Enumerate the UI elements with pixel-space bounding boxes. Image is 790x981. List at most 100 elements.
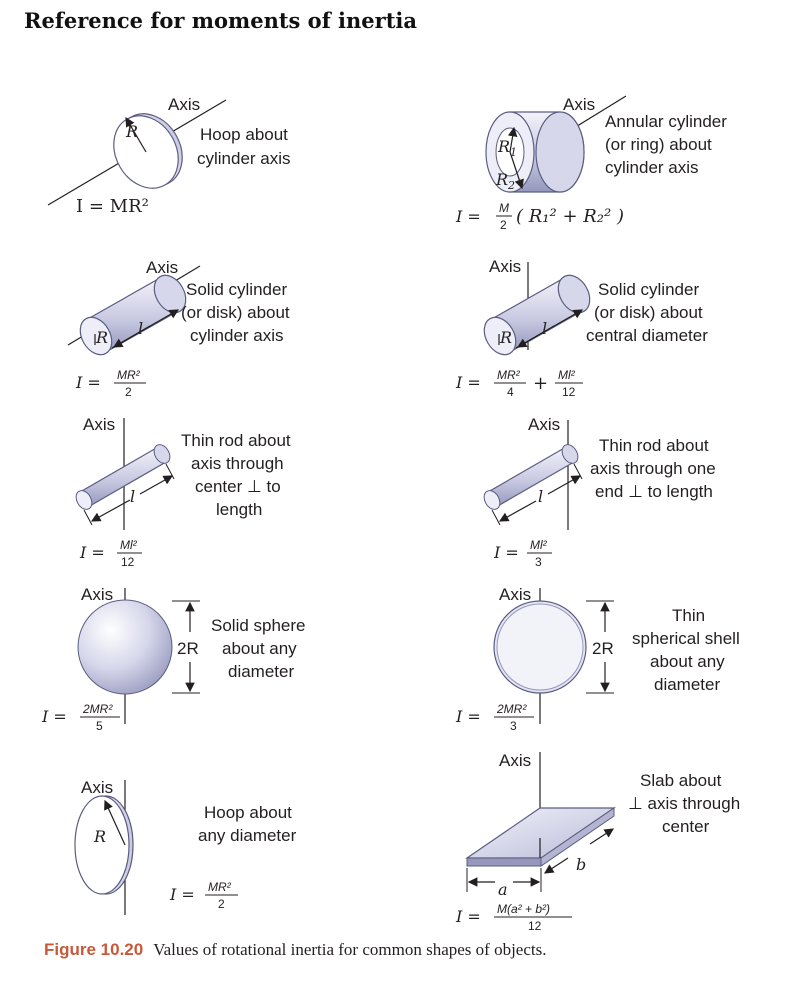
svg-text:Ml²: Ml² <box>530 538 548 552</box>
caption-text: Values of rotational inertia for common … <box>153 940 547 959</box>
svg-text:+: + <box>533 373 548 394</box>
axis-label: Axis <box>499 751 531 770</box>
dimension-label: a <box>498 880 508 899</box>
svg-text:( R₁² + R₂² ): ( R₁² + R₂² ) <box>516 206 624 227</box>
svg-text:2: 2 <box>125 385 132 399</box>
hoop-cylinder-axis: R Axis Hoop about cylinder axis I = MR² <box>47 95 291 217</box>
svg-text:MR²: MR² <box>117 368 141 382</box>
caption-label: Figure 10.20 <box>44 940 144 959</box>
shape-description: Annular cylinder <box>605 112 727 131</box>
shape-description: Solid sphere <box>211 616 306 635</box>
shape-description: Solid cylinder <box>598 280 699 299</box>
axis-label: Axis <box>528 415 560 434</box>
shape-description: diameter <box>654 675 720 694</box>
svg-text:2: 2 <box>500 218 507 232</box>
solid-cylinder-central-diameter: R l Axis Solid cylinder (or disk) about … <box>455 257 708 399</box>
shape-description: Slab about <box>640 771 722 790</box>
shape-description: Thin rod about <box>599 436 709 455</box>
axis-label: Axis <box>146 258 178 277</box>
svg-text:3: 3 <box>535 555 542 569</box>
formula: I = <box>41 707 67 726</box>
shape-description: Hoop about <box>204 803 292 822</box>
shape-description: (or ring) about <box>605 135 712 154</box>
radius-label: R <box>93 827 106 846</box>
svg-text:MR²: MR² <box>208 880 232 894</box>
radius-label: R <box>499 328 512 347</box>
shape-description: spherical shell <box>632 629 740 648</box>
hoop-diameter: R Axis Hoop about any diameter I = MR² 2 <box>74 778 297 915</box>
page-title: Reference for moments of inertia <box>24 8 417 33</box>
svg-text:3: 3 <box>510 719 517 733</box>
thin-rod-end: l Axis Thin rod about axis through one e… <box>483 415 716 569</box>
axis-label: Axis <box>81 778 113 797</box>
svg-text:M: M <box>499 201 509 215</box>
radius-label: R <box>95 328 108 347</box>
svg-text:2: 2 <box>218 897 225 911</box>
annular-cylinder: R1 R2 Axis Annular cylinder (or ring) ab… <box>455 95 727 232</box>
formula: I = <box>169 885 195 904</box>
dimension-label: 2R <box>177 639 199 658</box>
shape-description: ⊥ axis through <box>628 794 740 813</box>
length-label: l <box>130 487 135 506</box>
figure-caption: Figure 10.20 Values of rotational inertia… <box>44 940 546 960</box>
svg-text:12: 12 <box>121 555 135 569</box>
shape-description: (or disk) about <box>181 303 290 322</box>
svg-text:Ml²: Ml² <box>120 538 138 552</box>
shape-description: cylinder axis <box>605 158 699 177</box>
formula: I = <box>455 207 481 226</box>
shape-description: Thin rod about <box>181 431 291 450</box>
svg-text:12: 12 <box>528 919 542 930</box>
radius-label: R <box>125 122 138 141</box>
dimension-label: 2R <box>592 639 614 658</box>
svg-text:12: 12 <box>562 385 576 399</box>
shape-description: cylinder axis <box>197 149 291 168</box>
shape-description: Solid cylinder <box>186 280 287 299</box>
shape-description: cylinder axis <box>190 326 284 345</box>
solid-cylinder-cylinder-axis: R l Axis Solid cylinder (or disk) about … <box>67 258 290 399</box>
thin-rod-center: l Axis Thin rod about axis through cente… <box>75 415 291 569</box>
length-label: l <box>538 487 543 506</box>
formula: I = <box>455 707 481 726</box>
axis-label: Axis <box>83 415 115 434</box>
svg-text:4: 4 <box>507 385 514 399</box>
slab: a b Axis Slab about ⊥ axis through cente… <box>455 751 740 930</box>
svg-text:5: 5 <box>96 719 103 733</box>
shape-description: Hoop about <box>200 125 288 144</box>
shape-description: any diameter <box>198 826 297 845</box>
axis-label: Axis <box>81 585 113 604</box>
shape-description: about any <box>650 652 725 671</box>
shape-description: axis through <box>191 454 284 473</box>
formula: I = <box>455 373 481 392</box>
svg-text:M(a² + b²): M(a² + b²) <box>497 902 550 916</box>
svg-text:2MR²: 2MR² <box>82 702 113 716</box>
dimension-label: b <box>576 855 586 874</box>
shape-description: about any <box>222 639 297 658</box>
shape-description: diameter <box>228 662 294 681</box>
svg-text:R1: R1 <box>497 137 517 159</box>
axis-label: Axis <box>563 95 595 114</box>
shape-description: center ⊥ to <box>195 477 281 496</box>
svg-text:MR²: MR² <box>497 368 521 382</box>
formula: I = <box>493 543 519 562</box>
length-label: l <box>138 319 143 338</box>
shape-description: center <box>662 817 710 836</box>
thin-spherical-shell: 2R Axis Thin spherical shell about any d… <box>455 585 740 733</box>
axis-label: Axis <box>489 257 521 276</box>
moments-of-inertia-figure: R Axis Hoop about cylinder axis I = MR² … <box>41 95 740 930</box>
formula: I = <box>75 373 101 392</box>
solid-sphere: 2R Axis Solid sphere about any diameter … <box>41 585 306 733</box>
svg-text:R2: R2 <box>495 170 515 192</box>
shape-description: Thin <box>672 606 705 625</box>
shape-description: end ⊥ to length <box>595 482 713 501</box>
shape-description: axis through one <box>590 459 716 478</box>
shape-description: length <box>216 500 262 519</box>
length-label: l <box>542 319 547 338</box>
formula: I = MR² <box>76 196 149 217</box>
axis-label: Axis <box>499 585 531 604</box>
svg-text:2MR²: 2MR² <box>496 702 527 716</box>
shape-description: (or disk) about <box>594 303 703 322</box>
axis-label: Axis <box>168 95 200 114</box>
formula: I = <box>455 907 481 926</box>
shape-description: central diameter <box>586 326 708 345</box>
formula: I = <box>79 543 105 562</box>
